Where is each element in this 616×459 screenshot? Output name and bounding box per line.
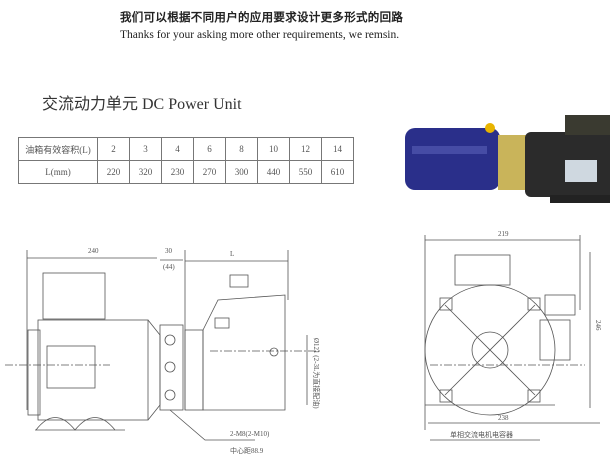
cell: 610	[321, 160, 354, 184]
cell: 8	[225, 137, 258, 161]
row-header: L(mm)	[18, 160, 98, 184]
cell: 300	[225, 160, 258, 184]
valve-block	[498, 135, 528, 190]
cell: 270	[193, 160, 226, 184]
dim-middle-alt: (44)	[163, 263, 175, 271]
product-photo	[405, 115, 610, 203]
english-heading: Thanks for your asking more other requir…	[120, 29, 400, 41]
section-title: 交流动力单元 DC Power Unit	[42, 96, 242, 113]
dim-top-width: 219	[498, 230, 509, 238]
cell: 230	[161, 160, 194, 184]
dim-height: 246	[594, 320, 602, 331]
cell: 220	[97, 160, 130, 184]
capacitor-label: 单相交流电机电容器	[450, 430, 513, 439]
cell: 2	[97, 137, 130, 161]
dim-diameter: Ø121 (2-3L为直接配油)	[312, 338, 321, 409]
dim-middle: 30	[165, 247, 173, 255]
cell: 14	[321, 137, 354, 161]
chinese-heading: 我们可以根据不同用户的应用要求设计更多形式的回路	[120, 10, 404, 24]
side-view-drawing	[5, 250, 320, 441]
cell: 12	[289, 137, 322, 161]
cell: 3	[129, 137, 162, 161]
cell: 10	[257, 137, 290, 161]
bolt-spec: 2-M8(2-M10)	[230, 430, 270, 438]
cell: 6	[193, 137, 226, 161]
cell: 550	[289, 160, 322, 184]
oil-tank	[405, 128, 500, 190]
center-distance: 中心距88.9	[230, 446, 264, 455]
cell: 440	[257, 160, 290, 184]
front-view-drawing	[424, 235, 600, 441]
dim-motor-length: 240	[88, 247, 99, 255]
cell: 4	[161, 137, 194, 161]
cell: 320	[129, 160, 162, 184]
dim-tank-length: L	[230, 250, 234, 258]
dim-base-width: 238	[498, 414, 509, 422]
dimension-drawings: 240 30 (44) L Ø121 (2-3L为直接配油) 2-M8(2-M1…	[5, 230, 602, 455]
nameplate	[565, 160, 597, 182]
row-header: 油箱有效容积(L)	[18, 137, 98, 161]
